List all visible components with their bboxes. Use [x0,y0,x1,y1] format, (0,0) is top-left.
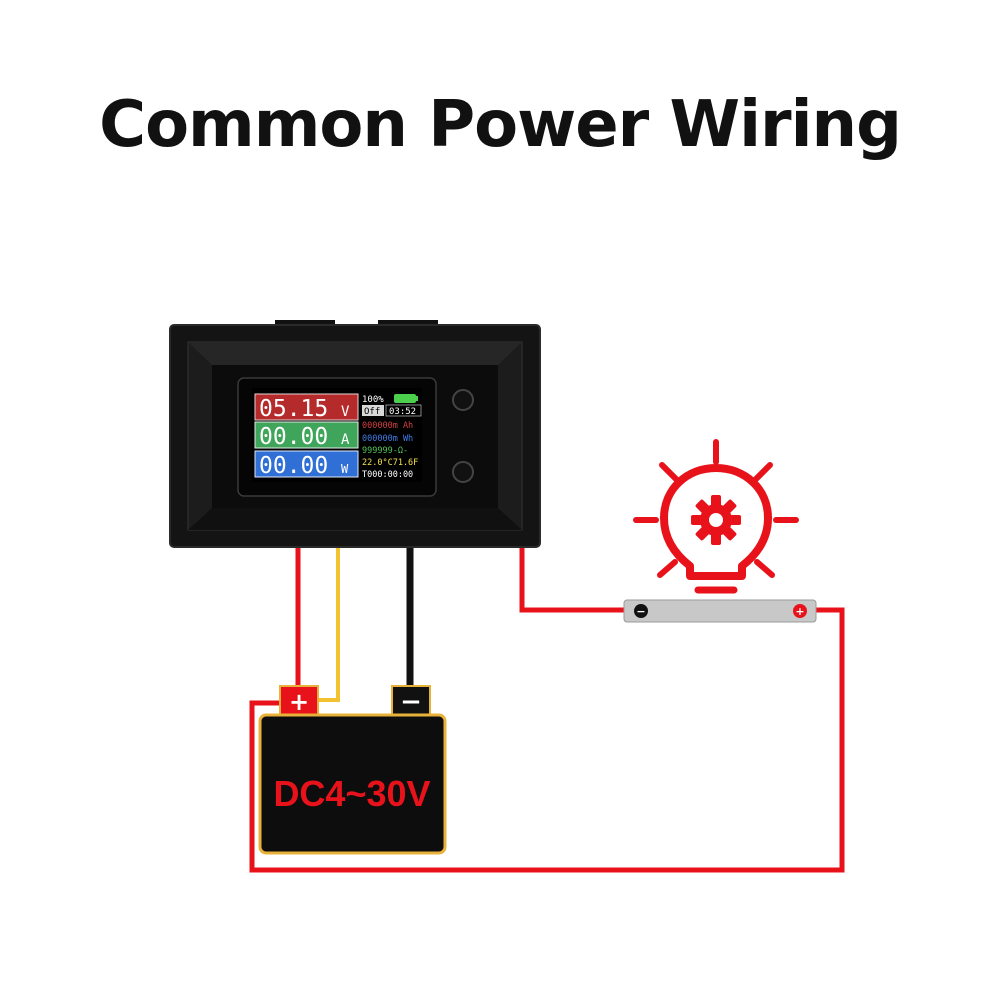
load-negative-terminal [634,604,648,618]
current-panel [254,421,359,449]
load-positive-symbol: + [795,605,804,618]
voltage-value: 05.15 [259,396,328,422]
load-positive-return-wire [249,607,845,873]
battery-percent: 100% [362,395,384,405]
clock: 03:52 [389,407,416,417]
power-unit: W [341,462,349,476]
voltage-panel [254,393,359,421]
diagram-title: Common Power Wiring [99,88,902,162]
resistance-readout: 999999-Ω- [362,446,408,456]
battery-negative-terminal [391,685,431,717]
power-panel [254,450,359,478]
yellow-power-wire [305,548,340,702]
power-value: 00.00 [259,453,328,479]
battery: + − DC4~30V [258,685,447,855]
load-negative-symbol: − [636,605,645,618]
capacity-readout: 000000m Ah [362,421,413,431]
output-state: Off [364,407,380,417]
light-bulb-gear-icon [633,439,799,594]
load-positive-terminal [793,604,807,618]
timer-readout: T000:00:00 [362,470,413,480]
temperature-readout: 22.0°C71.6F [362,458,418,468]
wires [249,545,845,873]
battery-level-icon [394,394,416,403]
load-bar [623,599,817,623]
battery-body [258,713,447,855]
battery-label: DC4~30V [273,773,430,814]
voltage-unit: V [341,404,350,420]
current-value: 00.00 [259,424,328,450]
battery-positive-terminal [279,685,319,717]
current-unit: A [341,432,350,448]
battery-negative-symbol: − [400,687,422,717]
output-state-badge [362,405,384,416]
meter-button-bottom[interactable] [452,461,474,483]
meter: 05.15 V 00.00 A 00.00 W 100% Off 03:52 0… [169,320,541,548]
battery-positive-symbol: + [289,688,309,716]
load: − + [623,599,817,623]
load-negative-wire [519,545,630,613]
energy-readout: 000000m Wh [362,434,413,444]
meter-button-top[interactable] [452,389,474,411]
